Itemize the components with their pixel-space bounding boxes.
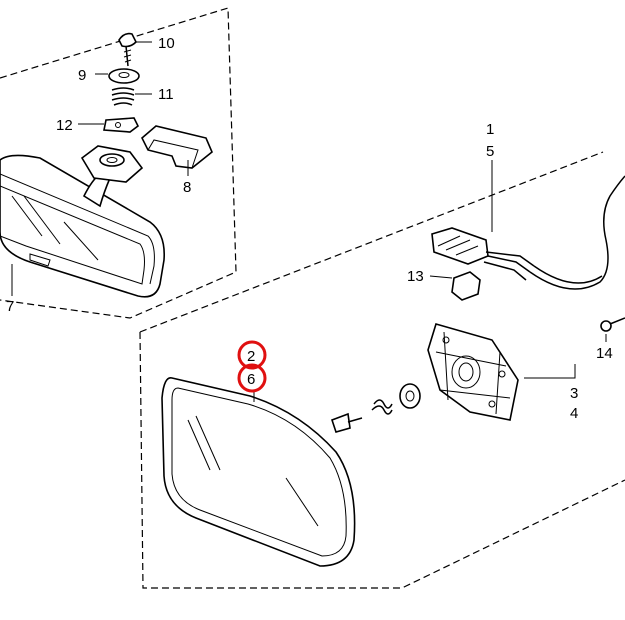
- bracket-part-13: [451, 271, 481, 301]
- callout-2: 2: [247, 348, 255, 365]
- callout-4: 4: [570, 405, 578, 422]
- callout-10: 10: [158, 35, 175, 52]
- spring-part: [371, 399, 393, 415]
- callout-3: 3: [570, 385, 578, 402]
- highlight-circle-2: [237, 340, 267, 370]
- door-mirror-group-boundary: [139, 151, 625, 589]
- callout-6: 6: [247, 371, 255, 388]
- callout-11: 11: [158, 86, 174, 103]
- clip-part-12: [103, 117, 140, 133]
- rearview-mirror-housing: [0, 154, 166, 298]
- highlight-circles: [237, 340, 267, 393]
- harness-part-1-5: [431, 175, 625, 290]
- callout-1: 1: [486, 121, 494, 138]
- callout-8: 8: [183, 179, 191, 196]
- cover-part-8: [141, 125, 213, 169]
- screw-part-10: [118, 32, 137, 67]
- actuator-base-part-3-4: [427, 323, 519, 421]
- mirror-glass-part-2-6: [161, 377, 356, 567]
- washer-part-9: [108, 68, 140, 84]
- bolt-part-14: [600, 317, 625, 332]
- highlight-circle-6: [237, 363, 267, 393]
- callouts: 10 9 11 12 8 7 1 5 13 14 3 4 2 6: [6, 35, 613, 422]
- rearview-mirror-stem: [80, 145, 144, 208]
- pivot-part: [399, 383, 421, 409]
- spring-part-11: [111, 87, 135, 106]
- callout-5: 5: [486, 143, 494, 160]
- callout-9: 9: [78, 67, 86, 84]
- callout-7: 7: [6, 298, 14, 315]
- rearview-group-boundary: [0, 7, 237, 319]
- callout-13: 13: [407, 268, 424, 285]
- callout-14: 14: [596, 345, 613, 362]
- screw-part: [330, 412, 363, 433]
- callout-12: 12: [56, 117, 73, 134]
